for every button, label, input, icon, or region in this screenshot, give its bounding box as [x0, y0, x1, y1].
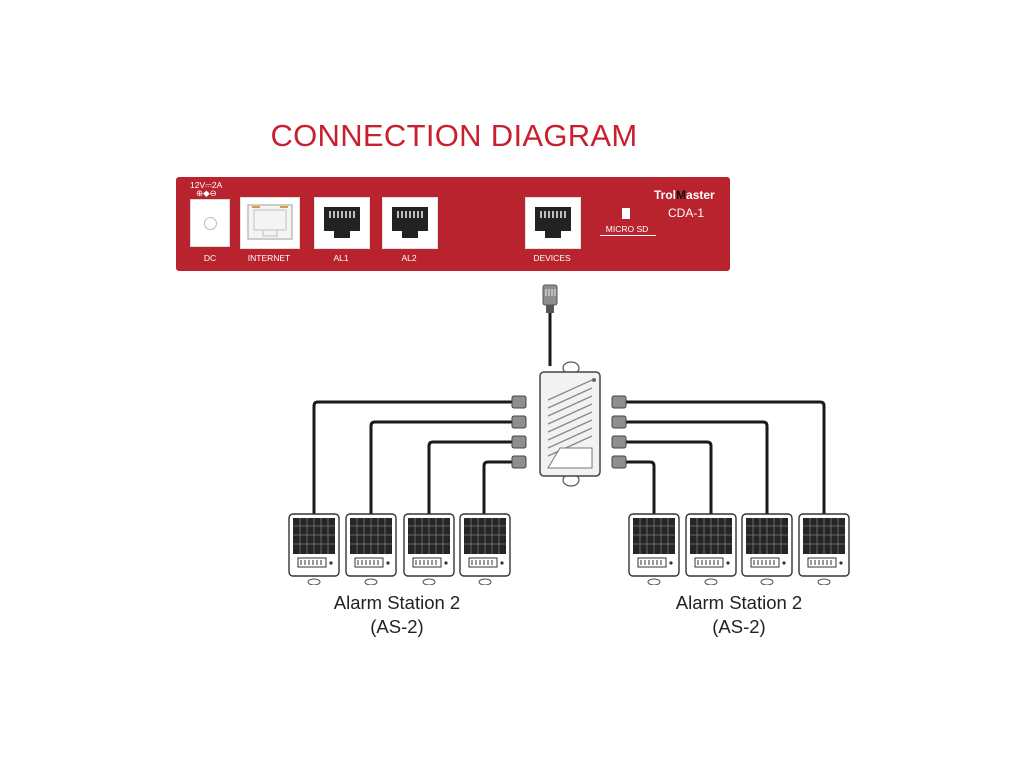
internet-port — [240, 197, 300, 249]
alarm-station-icon — [403, 513, 455, 586]
micro-sd-slot — [600, 235, 656, 236]
al1-port — [314, 197, 370, 249]
splitter-hub — [539, 361, 601, 487]
alarm-station-icon — [741, 513, 793, 586]
left-station-model: (AS-2) — [370, 616, 424, 637]
alarm-station-icon — [288, 513, 340, 586]
model-label: CDA-1 — [668, 206, 705, 220]
rj-jack-icon — [535, 207, 571, 238]
right-station-label: Alarm Station 2 — [675, 592, 803, 613]
al2-port — [382, 197, 438, 249]
internet-label: INTERNET — [247, 253, 291, 263]
alarm-station — [798, 513, 850, 586]
alarm-station — [403, 513, 455, 586]
alarm-station-icon — [685, 513, 737, 586]
alarm-station — [628, 513, 680, 586]
al1-label: AL1 — [333, 253, 349, 263]
power-rating-label: 12V⎓2A — [190, 180, 223, 190]
rj-jack-icon — [324, 207, 360, 238]
devices-label: DEVICES — [533, 253, 571, 263]
right-station-model: (AS-2) — [712, 616, 766, 637]
alarm-station-icon — [628, 513, 680, 586]
dc-port — [190, 199, 230, 247]
alarm-station — [685, 513, 737, 586]
left-station-label: Alarm Station 2 — [333, 592, 461, 613]
rj-jack-icon — [392, 207, 428, 238]
alarm-station-icon — [459, 513, 511, 586]
ethernet-jack-icon — [247, 204, 293, 240]
station-cables — [312, 400, 826, 514]
hub-connector-plugs — [511, 395, 627, 469]
micro-sd-icon — [622, 208, 630, 219]
dc-label: DC — [203, 253, 217, 263]
micro-sd-label: MICRO SD — [605, 224, 649, 234]
right-station-caption: Alarm Station 2 (AS-2) — [639, 591, 839, 639]
alarm-station — [459, 513, 511, 586]
cable-plug-top — [542, 284, 558, 313]
diagram-title: CONNECTION DIAGRAM — [270, 118, 638, 153]
polarity-symbol: ⊕◆⊖ — [196, 188, 217, 198]
alarm-station — [345, 513, 397, 586]
devices-port — [525, 197, 581, 249]
brand-logo: TrolMaster — [654, 188, 715, 202]
left-station-caption: Alarm Station 2 (AS-2) — [297, 591, 497, 639]
alarm-station-icon — [798, 513, 850, 586]
alarm-station-icon — [345, 513, 397, 586]
al2-label: AL2 — [401, 253, 417, 263]
dc-jack-icon — [204, 217, 217, 230]
alarm-station — [288, 513, 340, 586]
alarm-station — [741, 513, 793, 586]
